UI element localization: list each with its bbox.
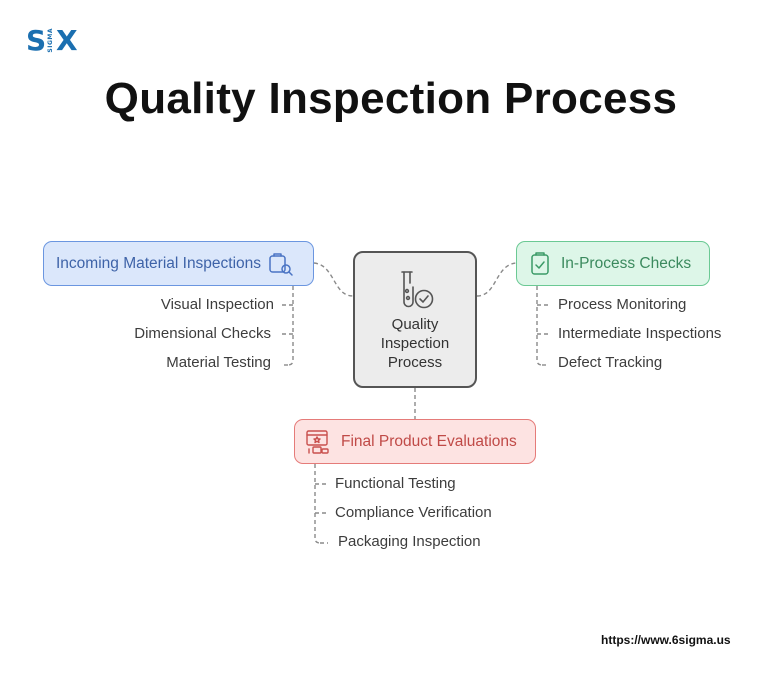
clipboard-search-icon bbox=[269, 252, 293, 276]
incoming-material-label: Incoming Material Inspections bbox=[56, 254, 262, 272]
in-process-node: In-Process Checks bbox=[516, 241, 710, 286]
in-process-item: Intermediate Inspections bbox=[558, 325, 722, 342]
center-label-line: Inspection bbox=[380, 335, 450, 352]
final-product-label: Final Product Evaluations bbox=[341, 432, 517, 450]
final-product-item: Functional Testing bbox=[335, 475, 456, 492]
incoming-item: Visual Inspection bbox=[160, 296, 274, 313]
final-product-item: Packaging Inspection bbox=[338, 533, 481, 550]
footer-url[interactable]: https://www.6sigma.us bbox=[601, 633, 731, 647]
brand-logo: S SIGMA X bbox=[26, 24, 78, 57]
center-node-label: Quality Inspection Process bbox=[353, 315, 477, 372]
in-process-item: Defect Tracking bbox=[558, 354, 663, 371]
page-title: Quality Inspection Process bbox=[104, 74, 678, 123]
center-label-line: Process bbox=[387, 354, 443, 371]
incoming-item: Dimensional Checks bbox=[134, 325, 271, 342]
incoming-item: Material Testing bbox=[166, 354, 271, 371]
center-node bbox=[353, 251, 477, 388]
test-tube-check-icon bbox=[401, 271, 434, 309]
clipboard-check-icon bbox=[531, 251, 549, 275]
in-process-item: Process Monitoring bbox=[558, 296, 687, 313]
final-product-node: Final Product Evaluations bbox=[294, 419, 536, 464]
center-label-line: Quality bbox=[391, 316, 439, 333]
final-product-item: Compliance Verification bbox=[335, 504, 492, 521]
inspection-board-icon bbox=[306, 429, 329, 454]
incoming-material-node: Incoming Material Inspections bbox=[43, 241, 314, 286]
in-process-label: In-Process Checks bbox=[561, 254, 692, 272]
